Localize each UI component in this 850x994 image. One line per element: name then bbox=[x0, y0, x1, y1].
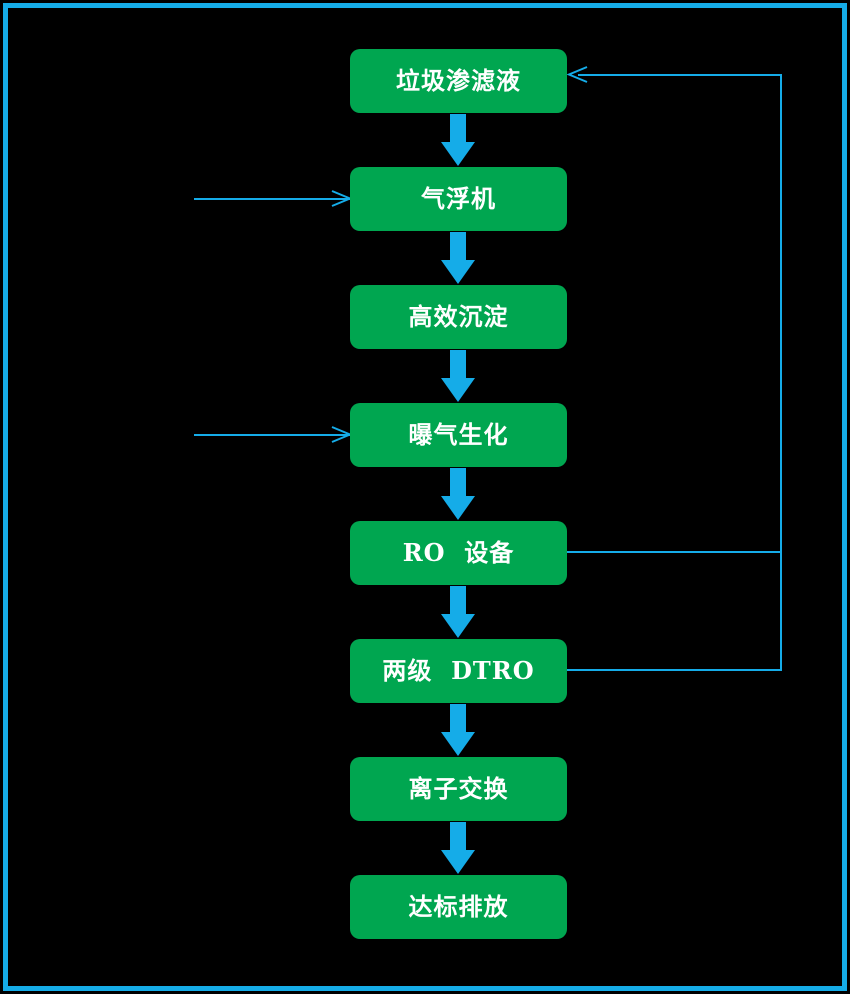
arrow-shaft bbox=[450, 704, 466, 734]
arrow-head-icon bbox=[441, 142, 475, 166]
arrow-shaft bbox=[450, 114, 466, 144]
arrow-head-icon bbox=[441, 496, 475, 520]
recycle-line-from-ro bbox=[566, 551, 782, 553]
arrow-head-icon bbox=[441, 850, 475, 874]
node-label: 达标排放 bbox=[408, 892, 509, 921]
diagram-border bbox=[3, 3, 847, 991]
input-line-to-aeration bbox=[194, 434, 352, 436]
arrow-shaft bbox=[450, 822, 466, 852]
node-dtro[interactable]: 两级 DTRO bbox=[350, 639, 567, 703]
node-label: 离子交换 bbox=[408, 774, 509, 803]
node-settling[interactable]: 高效沉淀 bbox=[350, 285, 567, 349]
node-discharge[interactable]: 达标排放 bbox=[350, 875, 567, 939]
node-label: 垃圾渗滤液 bbox=[396, 66, 521, 95]
arrow-head-icon bbox=[441, 614, 475, 638]
arrow-head-icon bbox=[441, 378, 475, 402]
node-aeration[interactable]: 曝气生化 bbox=[350, 403, 567, 467]
recycle-return-arrowhead-icon bbox=[566, 66, 588, 83]
input-line-to-flotation bbox=[194, 198, 352, 200]
arrow-shaft bbox=[450, 468, 466, 498]
node-label: 高效沉淀 bbox=[408, 302, 509, 331]
node-ionexchange[interactable]: 离子交换 bbox=[350, 757, 567, 821]
recycle-line-from-dtro bbox=[566, 669, 782, 671]
flow-arrow-ionexchange-to-discharge bbox=[441, 822, 475, 874]
flow-arrow-aeration-to-ro bbox=[441, 468, 475, 520]
flow-arrow-flotation-to-settling bbox=[441, 232, 475, 284]
flow-arrow-ro-to-dtro bbox=[441, 586, 475, 638]
arrow-head-icon bbox=[441, 732, 475, 756]
arrow-head-icon bbox=[441, 260, 475, 284]
node-label: 气浮机 bbox=[421, 184, 496, 213]
arrow-shaft bbox=[450, 586, 466, 616]
arrow-shaft bbox=[450, 350, 466, 380]
node-ro[interactable]: RO 设备 bbox=[350, 521, 567, 585]
arrow-shaft bbox=[450, 232, 466, 262]
node-label: 两级 DTRO bbox=[382, 656, 535, 685]
recycle-return-line-top bbox=[578, 74, 782, 76]
node-flotation[interactable]: 气浮机 bbox=[350, 167, 567, 231]
flow-arrow-settling-to-aeration bbox=[441, 350, 475, 402]
node-leachate[interactable]: 垃圾渗滤液 bbox=[350, 49, 567, 113]
flow-arrow-leachate-to-flotation bbox=[441, 114, 475, 166]
node-label: 曝气生化 bbox=[408, 420, 509, 449]
node-label: RO 设备 bbox=[402, 538, 515, 567]
flow-arrow-dtro-to-ionexchange bbox=[441, 704, 475, 756]
recycle-trunk-line bbox=[780, 74, 782, 671]
